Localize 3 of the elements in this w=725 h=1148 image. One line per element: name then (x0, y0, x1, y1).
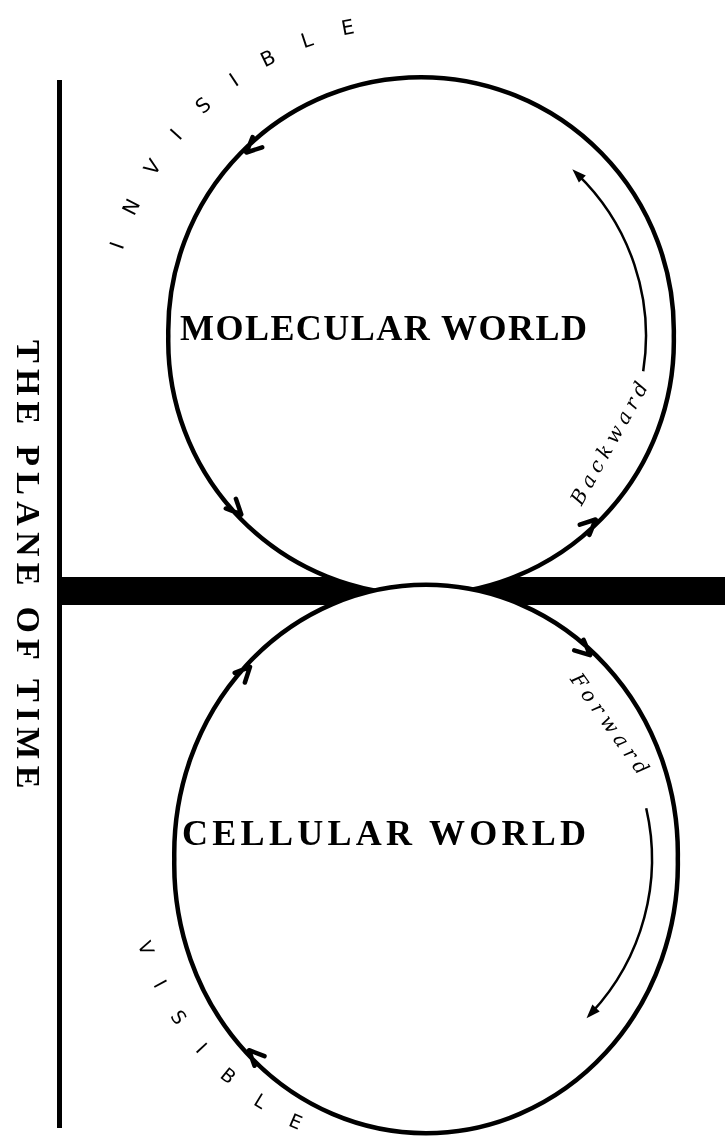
vertical-label: THE PLANE OF TIME (11, 340, 45, 795)
circle-label: CELLULAR WORLD (182, 815, 591, 851)
circle-label: MOLECULAR WORLD (180, 310, 589, 346)
